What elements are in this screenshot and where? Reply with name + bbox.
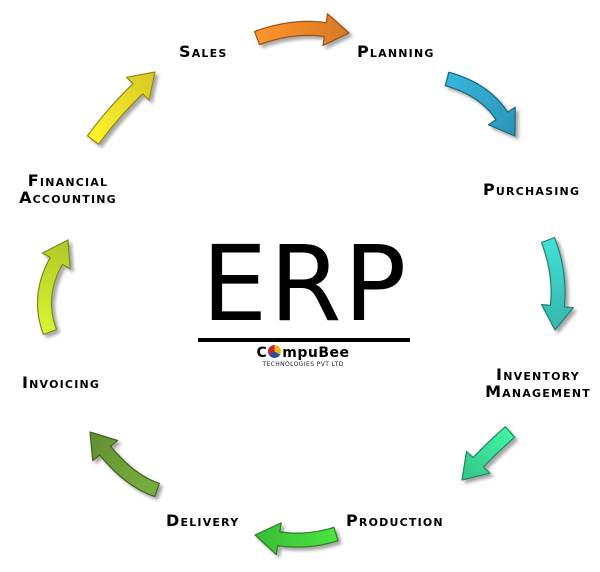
arrow-inventory-to-production [461,426,516,481]
arrow-production-to-delivery [254,522,339,556]
arrow-delivery-to-invoicing [89,431,160,498]
arrow-sales-to-planning [254,13,350,46]
stage-sales-label: Sales [179,42,228,61]
stage-planning-label: Planning [357,42,435,61]
arrow-planning-to-purchasing [444,71,516,137]
arrow-invoicing-to-financial [36,239,71,336]
stage-purchasing-label: Purchasing [483,180,581,199]
stage-production-label: Production [346,511,444,530]
erp-underline [198,338,410,342]
stage-invoicing-label: Invoicing [22,373,101,392]
logo-subtitle: TECHNOLOGIES PVT LTD [262,361,344,368]
stage-inventory-management-label: Inventory Management [485,365,591,401]
arrow-financial-to-sales [86,71,156,145]
erp-title: ERP [201,223,409,345]
stage-delivery-label: Delivery [166,511,240,530]
arrow-purchasing-to-inventory [540,236,574,331]
stage-financial-accounting-label: Financial Accounting [19,171,117,207]
bee-icon [268,345,282,358]
